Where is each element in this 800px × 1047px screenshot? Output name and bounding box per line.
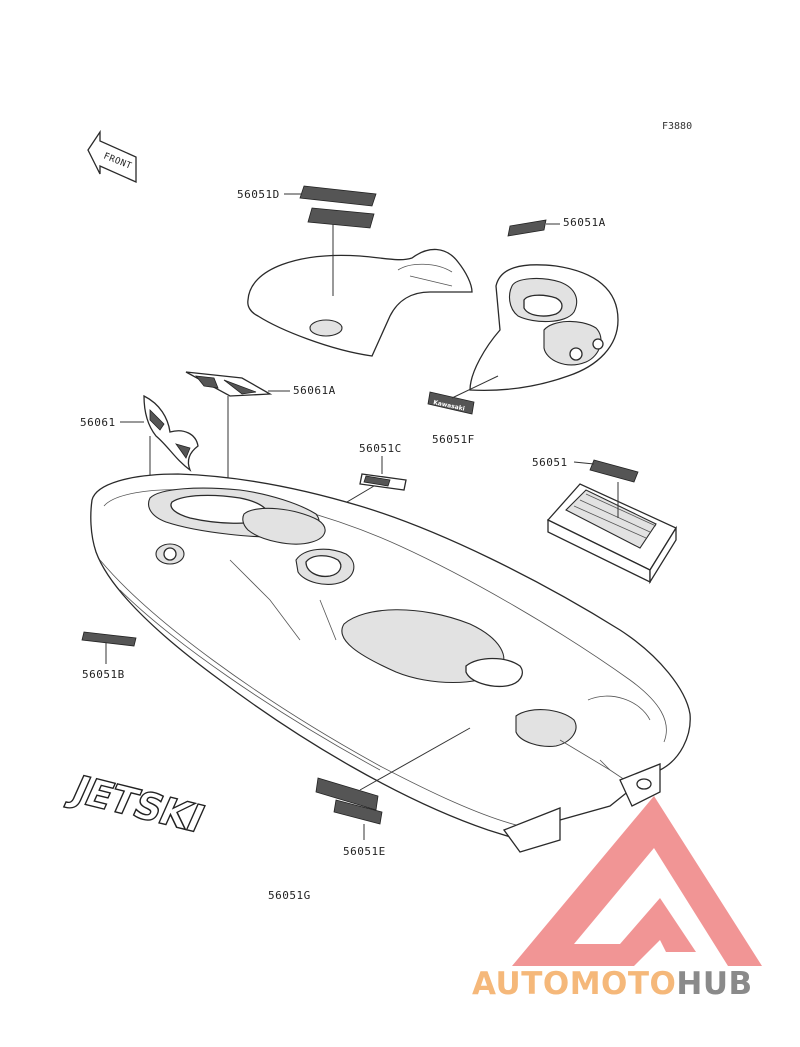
- label-56051d: 56051D: [237, 188, 280, 201]
- label-56061a: 56061A: [293, 384, 336, 397]
- watermark-brand: AUTOMOTOHUB: [472, 966, 753, 1002]
- decal-56051d: [299, 185, 377, 229]
- hull-body: [90, 473, 691, 853]
- decal-56051f: Kawasaki: [427, 391, 475, 415]
- jetski-decal-text: JETSKI: [62, 767, 210, 841]
- decal-56051e: [315, 777, 383, 825]
- label-56061: 56061: [80, 416, 116, 429]
- seat-cover: [247, 248, 473, 357]
- watermark-logo-icon: [512, 796, 762, 966]
- decal-56051a: [507, 219, 547, 237]
- decal-56051b: [81, 631, 137, 647]
- decal-56061a: [185, 371, 273, 397]
- watermark-brand-b: HUB: [676, 966, 752, 1002]
- decal-56051: [589, 459, 639, 483]
- label-56051c: 56051C: [359, 442, 402, 455]
- front-arrow-icon: FRONT: [87, 129, 137, 184]
- decal-56051g: JETSKI: [61, 767, 211, 842]
- label-56051g: 56051G: [268, 889, 311, 902]
- label-56051b: 56051B: [82, 668, 125, 681]
- decal-56051c: [359, 473, 407, 491]
- watermark-brand-a: AUTOMOTO: [472, 966, 676, 1002]
- label-56051: 56051: [532, 456, 568, 469]
- storage-tray: [546, 483, 677, 585]
- figure-code: F3880: [662, 121, 692, 132]
- label-56051e: 56051E: [343, 845, 386, 858]
- steering-console: [469, 264, 619, 392]
- label-56051a: 56051A: [563, 216, 606, 229]
- decal-56061: [143, 394, 199, 472]
- label-56051f: 56051F: [432, 433, 475, 446]
